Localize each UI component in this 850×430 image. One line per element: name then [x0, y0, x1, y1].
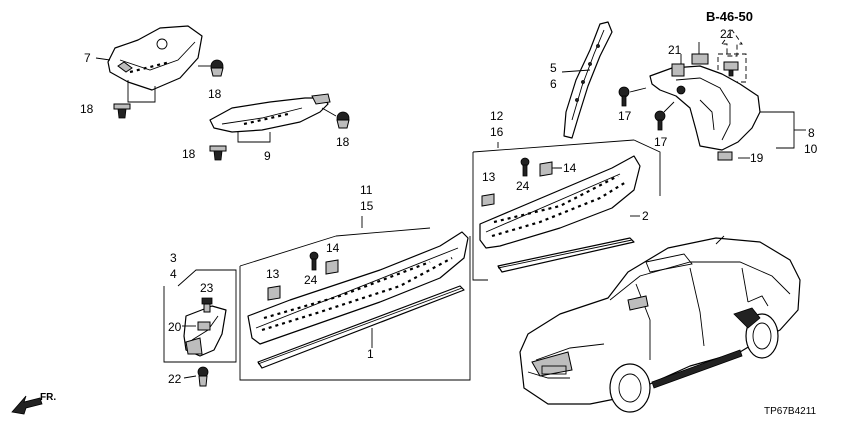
- callout-9: 9: [264, 149, 271, 163]
- callout-18-c: 18: [182, 147, 196, 161]
- clip-13-rear: [481, 193, 495, 207]
- front-direction-arrow: [11, 395, 43, 415]
- part-11-15-group: [239, 216, 471, 381]
- callout-2: 2: [642, 209, 649, 223]
- callout-14-front: 14: [326, 241, 340, 255]
- clip-20: [197, 321, 211, 331]
- callout-24-rear: 24: [516, 179, 530, 193]
- callout-19: 19: [750, 151, 764, 165]
- clip-14-front: [325, 259, 339, 275]
- callout-15: 15: [360, 199, 374, 213]
- clip-18-d: [336, 111, 350, 129]
- callout-6: 6: [550, 77, 557, 91]
- part-1-sill-strip: [257, 285, 465, 369]
- callout-21-a: 21: [720, 27, 734, 41]
- part-3-4-mud-guard: [183, 305, 227, 357]
- clip-14-rear: [539, 161, 562, 177]
- callout-18-b: 18: [208, 87, 222, 101]
- part-12-16-group: [472, 139, 661, 281]
- bolt-18-c: [209, 145, 227, 161]
- callout-20: 20: [168, 320, 182, 334]
- clip-18-b: [210, 59, 224, 77]
- callout-5: 5: [550, 61, 557, 75]
- callout-labels: 7 18 18 18 9 18 5 6 21 21 17 17 8 10 19 …: [80, 27, 818, 386]
- callout-17-a: 17: [618, 109, 632, 123]
- callout-10: 10: [804, 142, 818, 156]
- callout-17-b: 17: [654, 135, 668, 149]
- part-7-under-cover: [107, 25, 203, 91]
- clip-23: [201, 297, 213, 313]
- screw-17-b: [654, 110, 666, 131]
- callout-12: 12: [490, 109, 504, 123]
- screw-22: [197, 366, 209, 387]
- callout-4: 4: [170, 267, 177, 281]
- clip-13-front: [267, 285, 281, 301]
- callout-14-rear: 14: [563, 161, 577, 175]
- screw-24-rear: [520, 157, 530, 177]
- vehicle-illustration: [519, 235, 801, 413]
- part-5-6-pillar-garnish: [563, 21, 613, 139]
- part-9-under-cover: [209, 93, 331, 133]
- part-1-front-molding: [247, 231, 469, 345]
- screw-24-front: [309, 251, 319, 271]
- callout-1: 1: [367, 347, 374, 361]
- callout-11: 11: [360, 183, 373, 197]
- reference-label: B-46-50: [706, 9, 753, 24]
- reference-arrow: [721, 29, 743, 57]
- callout-8: 8: [808, 126, 815, 140]
- callout-18-a: 18: [80, 102, 94, 116]
- part-8-10-fender-guard: [649, 53, 761, 161]
- callout-18-d: 18: [336, 135, 350, 149]
- callout-3: 3: [170, 251, 177, 265]
- screw-17-a: [618, 86, 630, 107]
- diagram-code: TP67B4211: [764, 406, 817, 417]
- callout-7: 7: [84, 51, 91, 65]
- reference-box: [717, 53, 747, 83]
- front-direction-label: FR.: [40, 392, 56, 403]
- part-2-rear-molding: [479, 155, 641, 249]
- callout-13-front: 13: [266, 267, 280, 281]
- part-3-4-group: [163, 269, 237, 363]
- callout-24-front: 24: [304, 273, 318, 287]
- callout-21-b: 21: [668, 43, 682, 57]
- callout-13-rear: 13: [482, 170, 496, 184]
- callout-16: 16: [490, 125, 504, 139]
- bolt-18-a: [113, 103, 131, 119]
- callout-23: 23: [200, 281, 214, 295]
- part-2-sill-strip: [497, 237, 635, 273]
- clip-21-ref: [723, 61, 739, 77]
- callout-22: 22: [168, 372, 182, 386]
